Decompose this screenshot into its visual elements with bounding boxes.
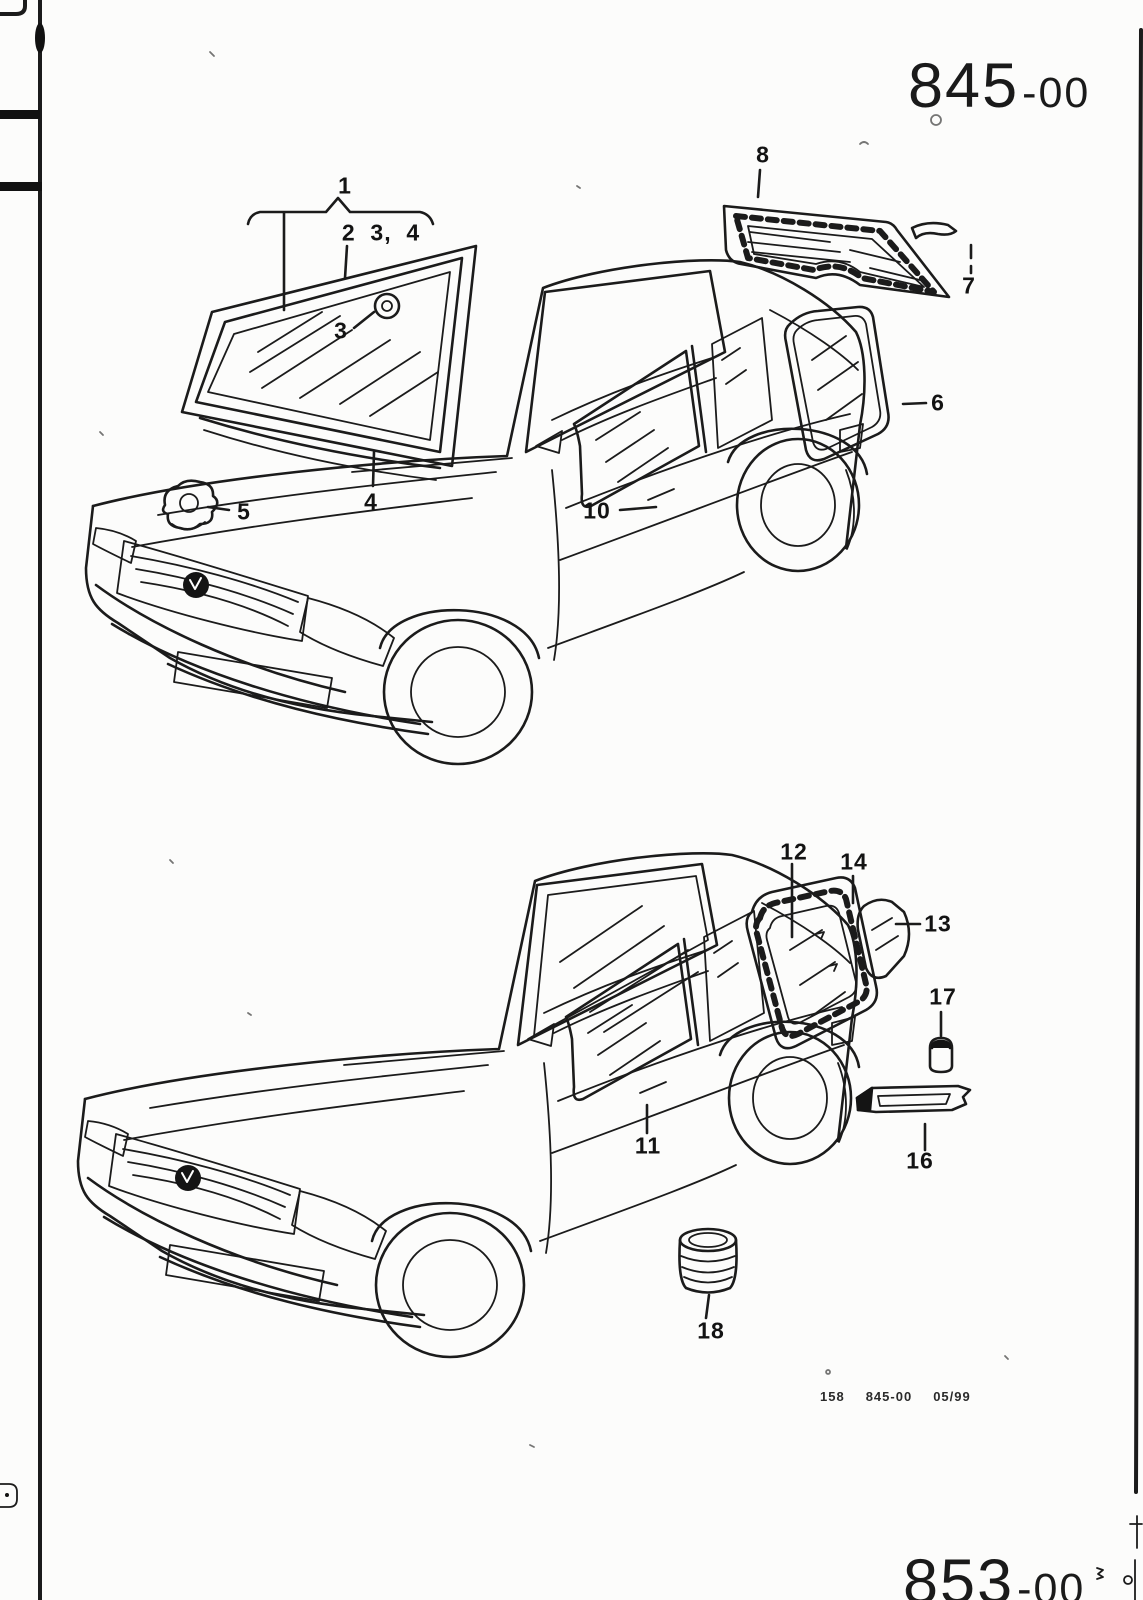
callout-17: 17: [929, 983, 957, 1010]
plug-grommet-part: [678, 1227, 738, 1294]
callout-13: 13: [924, 910, 952, 937]
top-leader-lines: [206, 168, 973, 512]
page-border-right: [1096, 28, 1143, 1600]
header-code-suffix: -00: [1022, 69, 1091, 117]
scan-artifacts: [99, 51, 1009, 1448]
trim-strip-part: [910, 221, 958, 240]
callout-14: 14: [840, 848, 868, 875]
bottom-car-glazing: [533, 875, 709, 1037]
callout-7: 7: [962, 272, 976, 299]
callout-10: 10: [583, 497, 611, 524]
quarter-seal-part: [745, 876, 879, 1050]
quarter-glass-13-part: [856, 898, 911, 980]
callout-5: 5: [237, 498, 251, 525]
callout-2-3-4: 2 3, 4: [341, 219, 421, 246]
top-car-drawing: [84, 258, 869, 766]
footer-code-suffix: -00: [1017, 1565, 1086, 1600]
moulding-strip-part: [855, 1084, 972, 1114]
cap-part: [928, 1036, 954, 1074]
bottom-car-drawing: [76, 851, 861, 1359]
header-code-main: 845: [908, 51, 1020, 121]
bottom-leader-lines: [645, 862, 943, 1320]
footnote-group: 845-00: [865, 1389, 913, 1404]
footnote-sheet: 158: [820, 1389, 845, 1404]
callout-8: 8: [756, 141, 770, 168]
rear-window-part: [722, 204, 951, 299]
callout-bracket: [246, 196, 435, 226]
footnote: 158 845-00 05/99: [820, 1389, 971, 1404]
callout-3: 3: [334, 317, 348, 344]
footer-code-main: 853: [903, 1547, 1015, 1600]
mirror-base-part: [161, 479, 219, 531]
punch-hole: [0, 1483, 18, 1508]
callout-12: 12: [780, 838, 808, 865]
page-border-left: [0, 0, 45, 1600]
page-footer-code: 853-00: [903, 1546, 1085, 1600]
page-header-code: 845-00: [908, 50, 1090, 122]
callout-18: 18: [697, 1317, 725, 1344]
callout-16: 16: [906, 1147, 934, 1174]
callout-4: 4: [364, 488, 378, 515]
callout-11: 11: [634, 1132, 662, 1159]
quarter-window-part: [783, 305, 890, 462]
footnote-date: 05/99: [933, 1389, 971, 1404]
windshield-part: [180, 244, 478, 481]
callout-6: 6: [931, 389, 945, 416]
callout-1: 1: [338, 172, 352, 199]
